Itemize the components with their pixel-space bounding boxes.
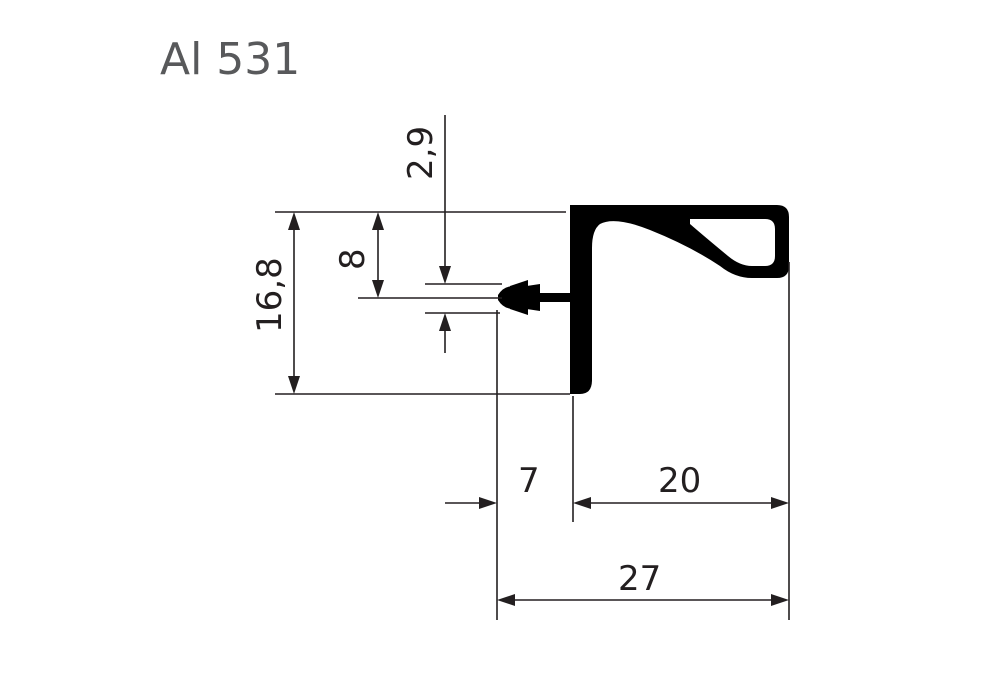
aluminium-profile bbox=[498, 205, 789, 394]
drawing-title: Al 531 bbox=[160, 34, 300, 85]
dim-body-width: 20 bbox=[573, 461, 789, 509]
profile-top-chamber bbox=[570, 205, 789, 278]
profile-seal-fins bbox=[498, 280, 540, 315]
profile-seal-stem bbox=[536, 293, 572, 302]
dim-lip-width: 7 bbox=[445, 461, 540, 509]
dim-body-width-label: 20 bbox=[658, 461, 701, 501]
dim-top-gap-label: 2,9 bbox=[401, 126, 441, 180]
dim-seal-offset: 8 bbox=[333, 212, 384, 298]
dim-top-gap: 2,9 bbox=[401, 115, 451, 353]
dim-lip-width-label: 7 bbox=[518, 461, 540, 501]
dim-total-height-label: 16,8 bbox=[250, 257, 290, 333]
extension-lines bbox=[275, 211, 790, 620]
dim-total-width-label: 27 bbox=[618, 559, 661, 599]
dim-total-height: 16,8 bbox=[250, 212, 300, 394]
profile-vertical-leg bbox=[570, 205, 592, 394]
dim-total-width: 27 bbox=[497, 559, 789, 606]
dim-seal-offset-label: 8 bbox=[333, 248, 373, 270]
